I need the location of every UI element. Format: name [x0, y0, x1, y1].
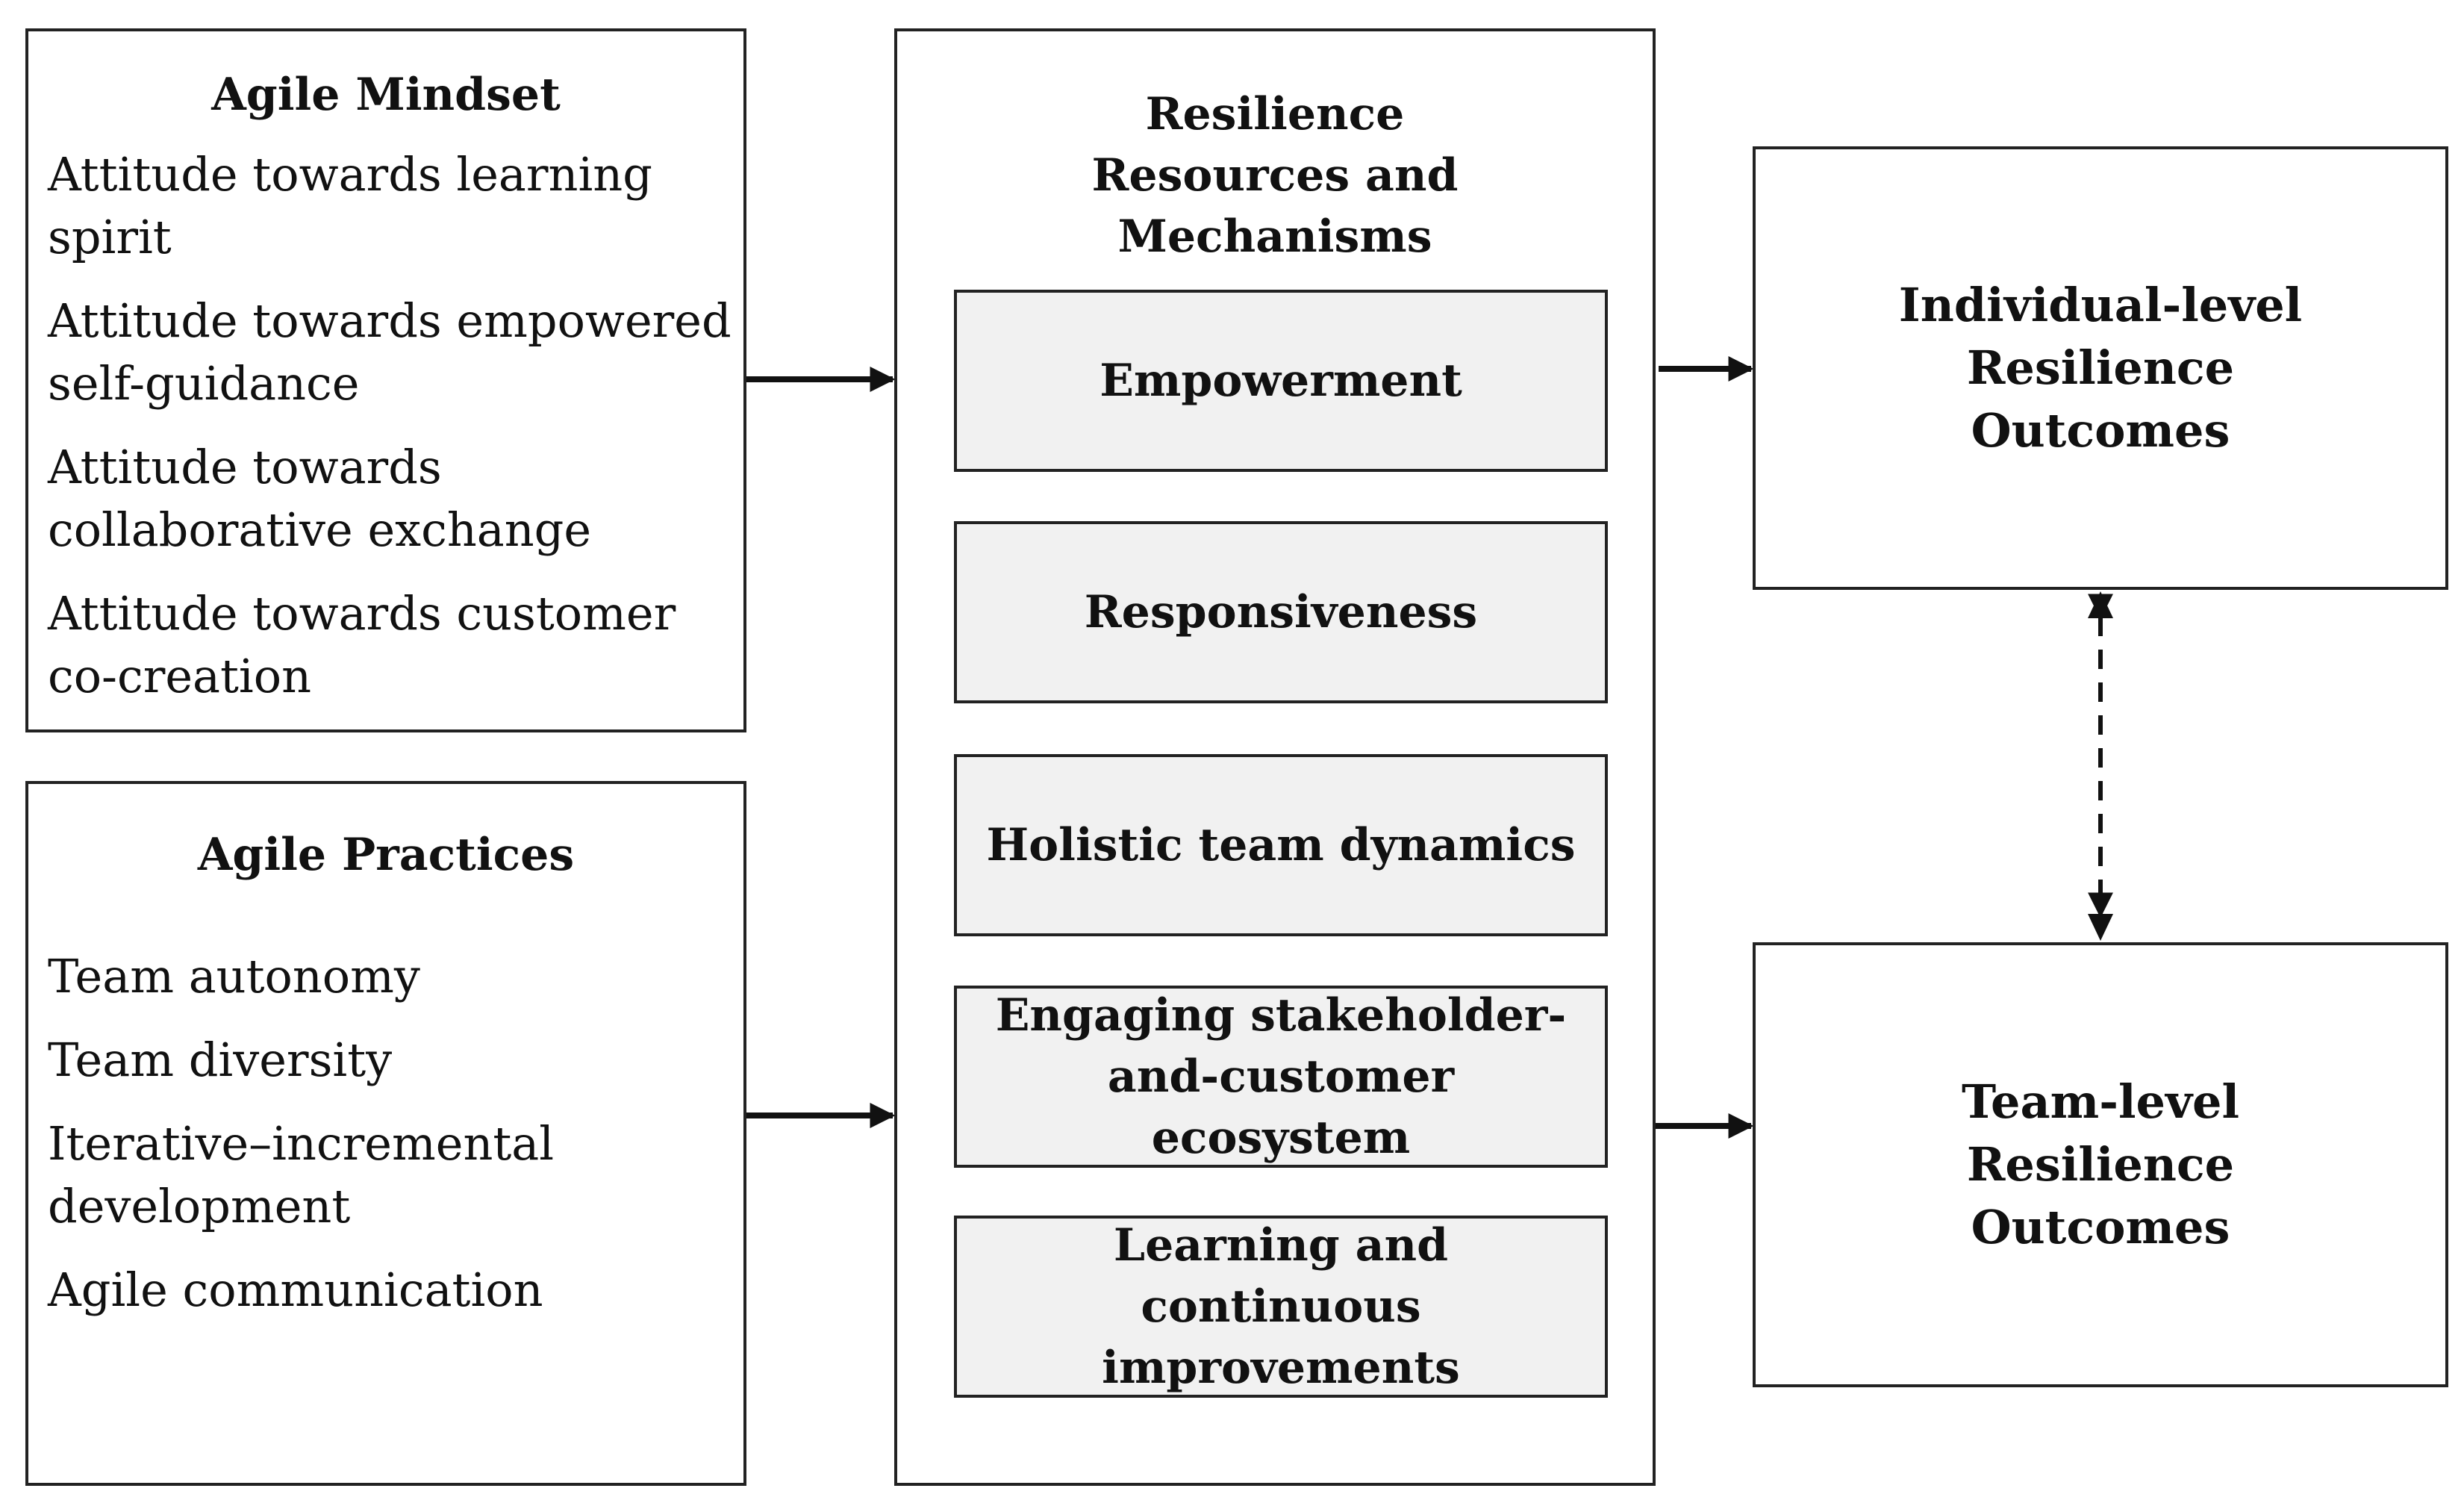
agile-mindset-box: Agile Mindset Attitude towards learning …	[25, 28, 746, 732]
mechanism-learning-improvements: Learning and continuous improvements	[954, 1216, 1608, 1398]
agile-mindset-list: Attitude towards learning spirit Attitud…	[48, 143, 736, 729]
mindset-item-collaborative-exchange: Attitude towards collaborative exchange	[48, 440, 592, 557]
team-outcomes-title: Team-level Resilience Outcomes	[1962, 1074, 2239, 1254]
practice-item-team-autonomy: Team autonomy	[48, 949, 420, 1003]
mindset-item-customer-co-creation: Attitude towards customer co-creation	[48, 586, 676, 703]
mechanism-holistic-team-dynamics: Holistic team dynamics	[954, 754, 1608, 936]
resilience-resources-title: Resilience Resources and Mechanisms	[1091, 88, 1459, 263]
practice-item-iterative-development: Iterative–incremental development	[48, 1116, 555, 1233]
agile-mindset-title: Agile Mindset	[211, 69, 561, 121]
agile-practices-list: Team autonomy Team diversity Iterative–i…	[48, 945, 736, 1342]
agile-practices-title: Agile Practices	[197, 829, 575, 881]
individual-outcomes-box: Individual-level Resilience Outcomes	[1753, 146, 2448, 590]
mechanism-responsiveness: Responsiveness	[954, 521, 1608, 703]
mindset-item-self-guidance: Attitude towards empowered self-guidance	[48, 293, 732, 411]
practice-item-agile-communication: Agile communication	[48, 1263, 543, 1317]
resilience-resources-box: Resilience Resources and Mechanisms Empo…	[894, 28, 1656, 1486]
agile-practices-box: Agile Practices Team autonomy Team diver…	[25, 781, 746, 1486]
practice-item-team-diversity: Team diversity	[48, 1033, 393, 1087]
mindset-item-learning-spirit: Attitude towards learning spirit	[48, 147, 652, 264]
individual-outcomes-title: Individual-level Resilience Outcomes	[1898, 278, 2303, 458]
dashed-arrowhead-up	[2088, 591, 2113, 618]
dashed-arrowhead-down	[2088, 914, 2113, 941]
mechanism-stakeholder-ecosystem: Engaging stakeholder-and-customer ecosys…	[954, 986, 1608, 1168]
team-outcomes-box: Team-level Resilience Outcomes	[1753, 942, 2448, 1387]
mechanism-empowerment: Empowerment	[954, 290, 1608, 472]
